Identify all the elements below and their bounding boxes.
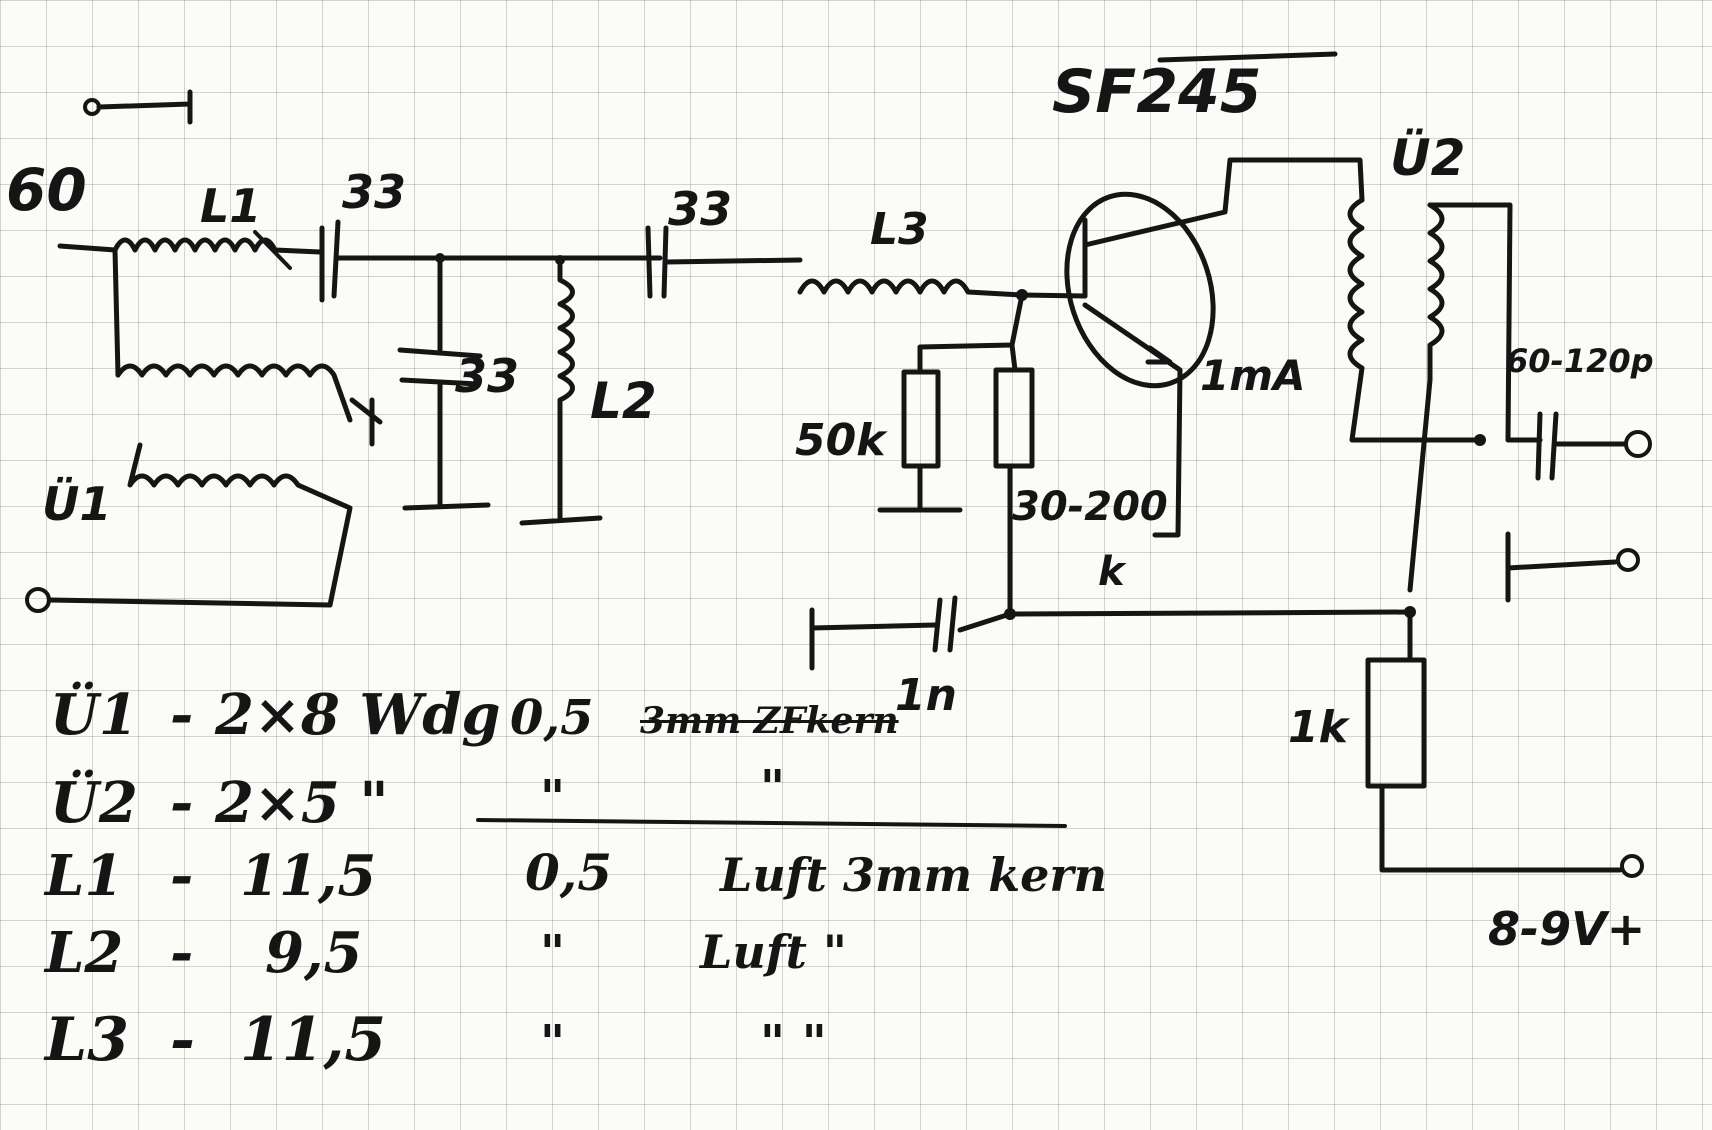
note-wire-l2: "	[540, 925, 566, 981]
note-turns-l1: 11,5	[240, 843, 377, 909]
inductor-l1	[57, 230, 323, 270]
label-r-30-200-unit: k	[1098, 549, 1127, 595]
note-wire-ue2: "	[540, 770, 566, 826]
note-turns-ue1: 2×8 Wdg	[215, 682, 501, 748]
label-l1: L1	[200, 179, 261, 233]
label-collector-current: 1mA	[1200, 351, 1306, 400]
label-supply-voltage: 8-9V+	[1488, 902, 1645, 956]
label-r-50k: 50k	[795, 415, 888, 466]
note-dash-l2: -	[170, 920, 194, 986]
note-coil-ue1: 3mm ZFkern	[640, 700, 899, 742]
transistor-sf245	[1064, 157, 1365, 538]
note-dash-ue2: -	[170, 770, 194, 836]
note-turns-ue2: 2×5 "	[215, 770, 389, 836]
label-l3: L3	[870, 204, 929, 255]
note-turns-l3: 11,5	[240, 1005, 387, 1075]
label-transistor: SF245	[1052, 57, 1261, 127]
note-ref-l2: L2	[45, 920, 124, 986]
label-c-1n: 1n	[895, 670, 957, 721]
transistor-overline	[1157, 51, 1338, 63]
capacitor-shunt	[397, 253, 491, 511]
notes-separator	[476, 818, 1067, 828]
ground-output-terminal	[1505, 531, 1640, 603]
note-ref-ue1: Ü1	[50, 682, 138, 748]
label-r-1k: 1k	[1288, 702, 1351, 753]
note-dash-l3: -	[170, 1005, 195, 1075]
note-wire-l1: 0,5	[525, 843, 612, 902]
label-c-output: 60-120p	[1506, 342, 1654, 380]
note-wire-l3: "	[540, 1015, 566, 1071]
transformer-ue2	[1347, 197, 1543, 593]
note-wire-ue1: 0,5	[510, 690, 594, 746]
resistor-50k	[877, 292, 1025, 513]
label-input-impedance: 60	[6, 156, 87, 224]
note-dash-l1: -	[170, 843, 194, 909]
label-c1: 33	[342, 165, 406, 219]
resistor-1k	[1365, 609, 1644, 878]
inductor-l3	[797, 278, 1088, 301]
note-dash-ue1: -	[170, 682, 194, 748]
note-ref-l3: L3	[45, 1005, 129, 1075]
note-ref-ue2: Ü2	[50, 770, 138, 836]
note-coil-l2: Luft "	[700, 925, 847, 979]
label-c-shunt: 33	[455, 349, 519, 403]
resistor-30-200k	[993, 342, 1035, 620]
inductor-l2	[519, 255, 603, 526]
note-coil-l1: Luft 3mm kern	[720, 848, 1108, 902]
note-coil-ue2: "	[760, 760, 786, 816]
label-c2: 33	[668, 182, 732, 236]
capacitor-c1	[319, 219, 663, 303]
label-ue2: Ü2	[1390, 128, 1465, 187]
transformer-ue1	[25, 247, 383, 613]
capacitor-c2	[645, 225, 803, 299]
label-l2: L2	[590, 372, 657, 430]
antenna-input-terminal	[83, 89, 193, 125]
supply-bus	[1007, 606, 1416, 618]
note-ref-l1: L1	[45, 843, 124, 909]
note-turns-l2: 9,5	[265, 920, 363, 986]
capacitor-1n	[809, 595, 1013, 671]
label-r-30-200: 30-200	[1012, 484, 1168, 530]
note-coil-l3: " "	[760, 1015, 827, 1071]
capacitor-output	[1535, 411, 1652, 481]
label-ue1: Ü1	[42, 477, 111, 531]
